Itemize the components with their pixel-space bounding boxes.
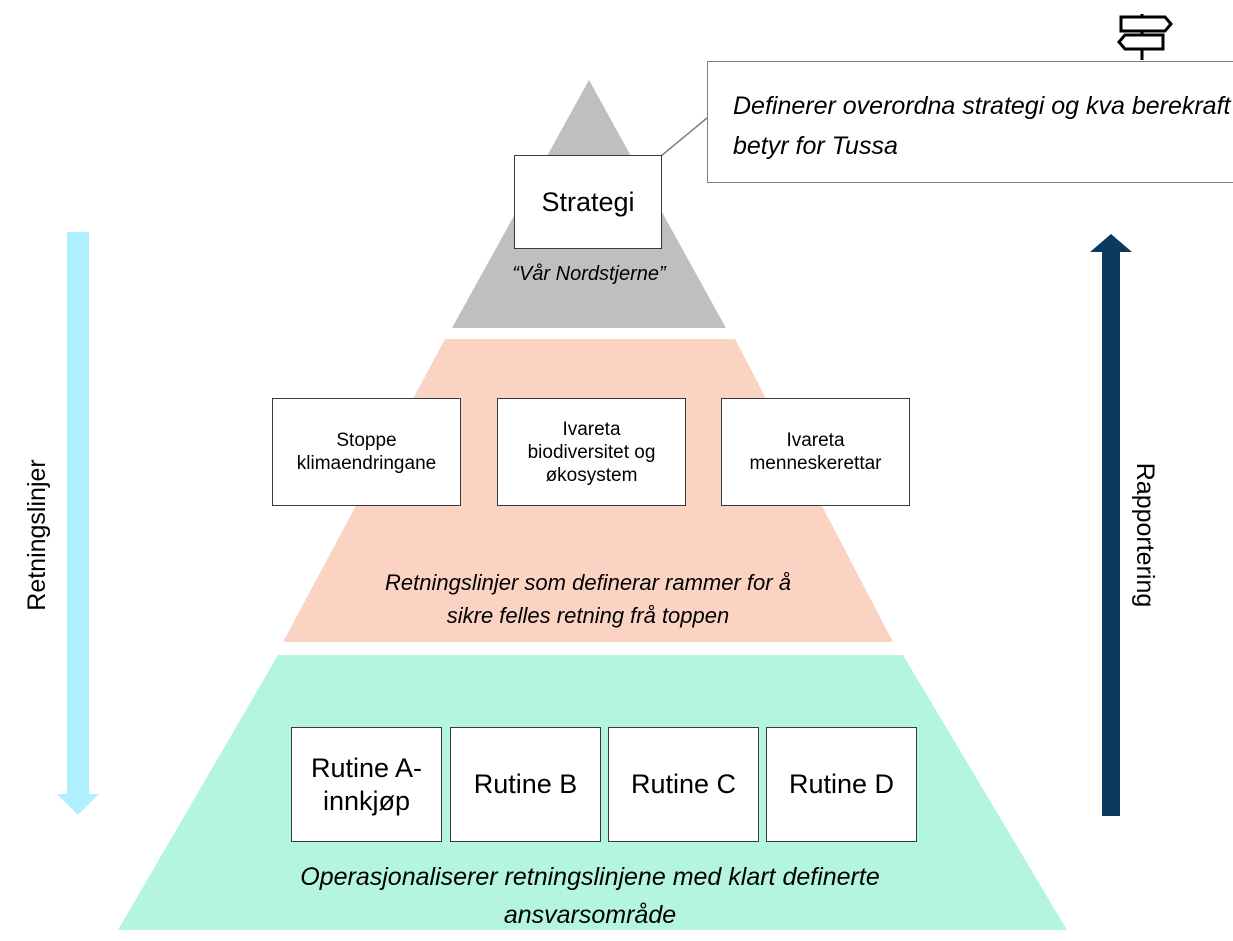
routine-box-line: innkjøp: [322, 785, 411, 816]
routine-box-line: Rutine B: [473, 769, 578, 799]
guideline-box-biodiversity: Ivareta biodiversitet og økosystem: [497, 398, 686, 506]
guideline-box-line: menneskerettar: [749, 453, 882, 474]
top-tier-caption: “Vår Nordstjerne”: [512, 263, 666, 285]
middle-tier-caption: Retningslinjer som definerar rammer for …: [283, 566, 893, 632]
left-arrow-label: Retningslinjer: [23, 459, 51, 611]
strategy-callout: Definerer overordna strategi og kva bere…: [707, 61, 1233, 183]
signpost-icon: [1117, 14, 1173, 60]
guideline-box-line: økosystem: [545, 464, 638, 486]
left-down-arrow: [57, 232, 99, 815]
middle-caption-line: Retningslinjer som definerar rammer for …: [385, 570, 791, 595]
routine-box-d: Rutine D: [766, 727, 917, 842]
routine-box-line: Rutine A-: [310, 752, 423, 783]
guideline-box-line: Ivareta: [786, 430, 845, 451]
middle-caption-line: sikre felles retning frå toppen: [446, 603, 730, 628]
strategy-box: Strategi: [514, 155, 662, 249]
guideline-box-human-rights: Ivareta menneskerettar: [721, 398, 910, 506]
callout-connector: [660, 117, 708, 157]
guideline-box-line: biodiversitet og: [527, 441, 656, 463]
routine-box-b: Rutine B: [450, 727, 601, 842]
routine-box-c: Rutine C: [608, 727, 759, 842]
bottom-caption-line: Operasjonaliserer retningslinjene med kl…: [300, 863, 880, 891]
bottom-tier-caption: Operasjonaliserer retningslinjene med kl…: [150, 858, 1030, 934]
right-arrow-label: Rapportering: [1131, 462, 1159, 608]
guideline-box-line: Ivareta: [562, 418, 621, 440]
routine-box-a: Rutine A- innkjøp: [291, 727, 442, 842]
guideline-box-climate: Stoppe klimaendringane: [272, 398, 461, 506]
callout-text: Definerer overordna strategi og kva bere…: [733, 92, 1231, 160]
right-up-arrow: [1090, 234, 1132, 816]
guideline-box-line: Stoppe: [336, 430, 397, 451]
routine-box-line: Rutine D: [788, 769, 895, 799]
routine-box-line: Rutine C: [630, 769, 737, 799]
strategy-label: Strategi: [541, 186, 635, 217]
guideline-box-line: klimaendringane: [296, 453, 437, 474]
bottom-caption-line: ansvarsområde: [503, 901, 677, 929]
